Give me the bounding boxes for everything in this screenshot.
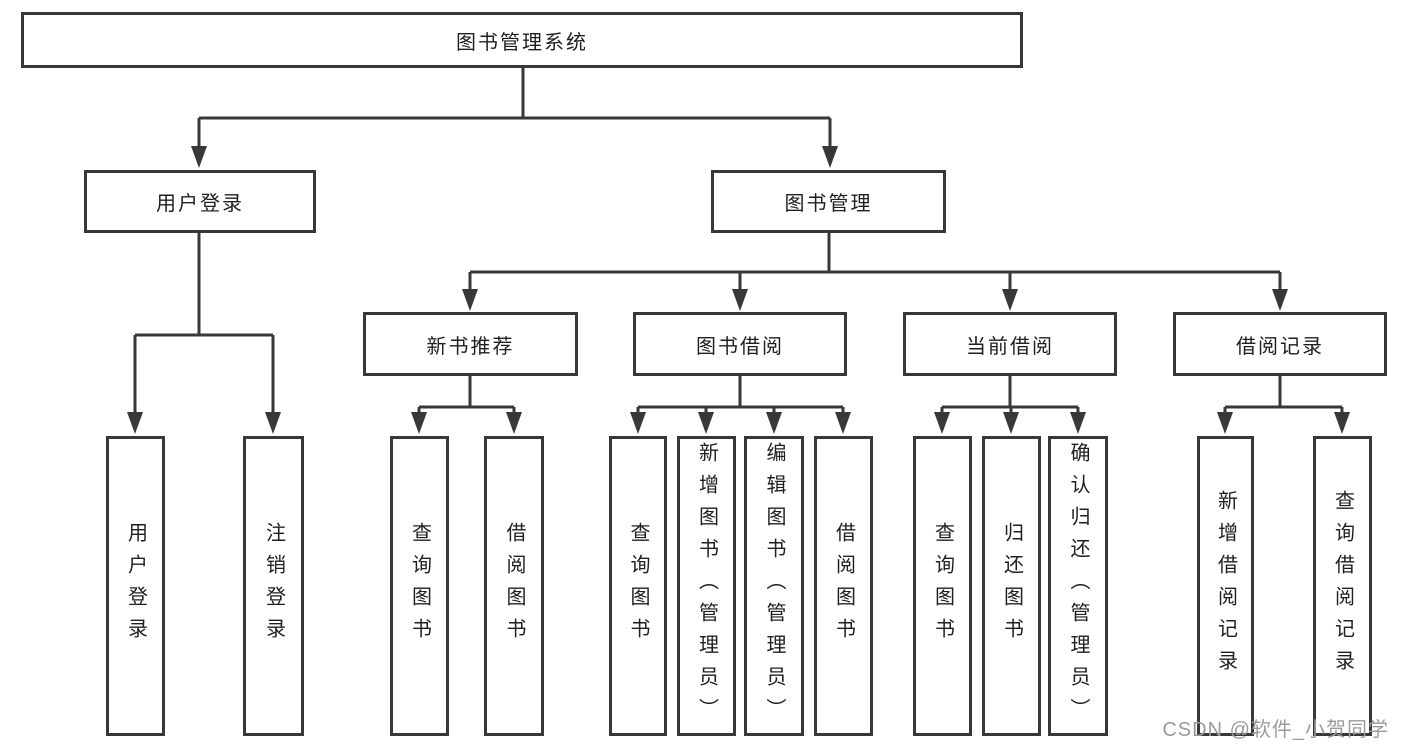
connector-user-login-to-leaves: [127, 232, 281, 434]
leaf-label: 注销登录: [262, 522, 285, 650]
leaf-return-books: 归还图书: [982, 436, 1041, 736]
leaf-label: 查询图书: [408, 522, 431, 650]
leaf-label: 确认归还（管理员）: [1067, 442, 1089, 730]
subnode-label: 新书推荐: [426, 335, 515, 358]
root-node-library-system: 图书管理系统: [21, 12, 1023, 68]
leaf-label: 查询图书: [627, 522, 649, 650]
subnode-label: 当前借阅: [966, 335, 1054, 358]
leaf-query-books-current: 查询图书: [913, 436, 972, 736]
subnode-label: 图书借阅: [696, 335, 784, 358]
connector-borrow-records-to-leaves: [1217, 375, 1350, 434]
leaf-query-books-borrow: 查询图书: [609, 436, 667, 736]
connector-book-borrow-to-leaves: [630, 375, 851, 434]
subnode-label: 借阅记录: [1236, 335, 1324, 358]
leaf-label: 新增借阅记录: [1214, 490, 1237, 682]
leaf-edit-books-admin: 编辑图书（管理员）: [744, 436, 804, 736]
subnode-book-borrow: 图书借阅: [633, 312, 847, 376]
leaf-borrow-books: 借阅图书: [814, 436, 873, 736]
leaf-label: 查询借阅记录: [1331, 490, 1354, 682]
connector-new-book-recommend-to-leaves: [411, 375, 522, 434]
subnode-borrow-records: 借阅记录: [1173, 312, 1387, 376]
leaf-label: 新增图书（管理员）: [695, 442, 718, 730]
branch-node-book-management: 图书管理: [711, 170, 946, 233]
leaf-confirm-return-admin: 确认归还（管理员）: [1048, 436, 1108, 736]
leaf-borrow-books-recommend: 借阅图书: [484, 436, 544, 736]
subnode-new-book-recommend: 新书推荐: [363, 312, 578, 376]
leaf-user-login: 用户登录: [106, 436, 165, 736]
leaf-add-borrow-record: 新增借阅记录: [1197, 436, 1254, 736]
leaf-label: 归还图书: [1000, 522, 1023, 650]
connector-book-management-to-level3: [462, 232, 1288, 311]
leaf-query-borrow-record: 查询借阅记录: [1313, 436, 1372, 736]
branch-node-label: 用户登录: [156, 193, 244, 215]
branch-node-user-login: 用户登录: [84, 170, 316, 233]
connector-current-borrow-to-leaves: [934, 375, 1086, 434]
leaf-label: 借阅图书: [832, 522, 855, 650]
connector-root-to-level2: [191, 67, 838, 168]
csdn-watermark: CSDN @软件_小贺同学: [1162, 719, 1389, 741]
branch-node-label: 图书管理: [784, 193, 873, 215]
leaf-label: 查询图书: [931, 522, 954, 650]
leaf-logout: 注销登录: [243, 436, 304, 736]
leaf-add-books-admin: 新增图书（管理员）: [677, 436, 736, 736]
leaf-query-books-recommend: 查询图书: [390, 436, 449, 736]
leaf-label: 编辑图书（管理员）: [763, 442, 785, 730]
leaf-label: 借阅图书: [503, 522, 525, 650]
subnode-current-borrow: 当前借阅: [903, 312, 1117, 376]
root-node-label: 图书管理系统: [456, 31, 588, 54]
leaf-label: 用户登录: [124, 522, 147, 650]
